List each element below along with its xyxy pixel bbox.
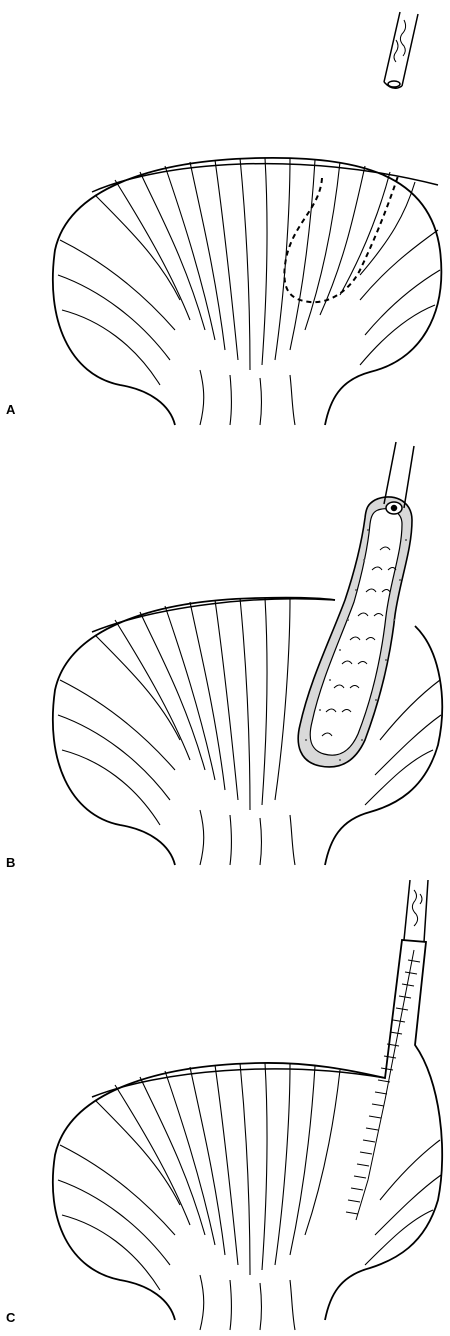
panel-label-c: C xyxy=(6,1310,15,1325)
suture-line xyxy=(346,950,420,1220)
panel-label-b: B xyxy=(6,855,15,870)
bladder-outline xyxy=(53,158,442,425)
ureter-stump xyxy=(384,12,418,88)
panel-a-illustration xyxy=(0,0,450,440)
panel-b-illustration xyxy=(0,440,450,880)
ureter-stump xyxy=(404,880,428,942)
panel-a: A xyxy=(0,0,450,440)
panel-c: C xyxy=(0,880,450,1336)
tubularized-flap xyxy=(298,497,412,767)
bladder-dome-line xyxy=(92,599,335,632)
ureter-stump xyxy=(384,442,414,514)
flap-dashed-outline xyxy=(284,176,398,302)
panel-c-illustration xyxy=(0,880,450,1336)
bladder-striations xyxy=(58,1063,441,1330)
bladder-striations xyxy=(58,158,440,425)
panel-label-a: A xyxy=(6,402,15,417)
bladder-dome-line xyxy=(92,1069,385,1097)
panel-b: B xyxy=(0,440,450,880)
bladder-outline xyxy=(53,940,442,1320)
